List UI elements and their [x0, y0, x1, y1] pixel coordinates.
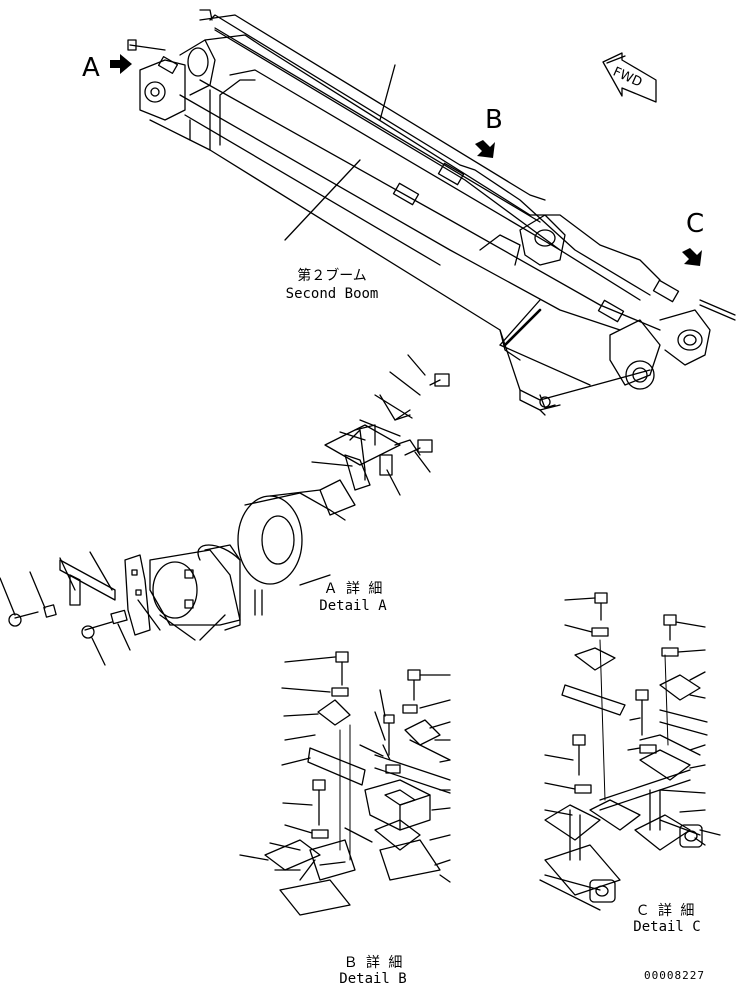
callout-a-label: A: [82, 53, 100, 83]
second-boom-drawing: [127, 9, 736, 416]
detail-c-title-jp: Ｃ 詳 細: [635, 903, 695, 919]
fwd-arrow-outline: [602, 52, 657, 103]
detail-c-title-en: Detail C: [633, 919, 701, 935]
callout-c-label: C: [686, 209, 705, 239]
second-boom-label-en: Second Boom: [285, 286, 379, 302]
drawing-number: 00008227: [644, 969, 705, 982]
callout-arrows: [110, 54, 702, 266]
detail-a-title-en: Detail A: [319, 598, 387, 614]
second-boom-label-jp: 第２ブーム: [297, 268, 367, 284]
callout-b-label: B: [485, 105, 503, 135]
detail-a-title-jp: Ａ 詳 細: [323, 581, 383, 597]
detail-b-drawing: [239, 651, 451, 916]
detail-b-title-en: Detail B: [339, 971, 407, 985]
detail-c-drawing: [539, 592, 721, 911]
detail-a-drawing: [0, 354, 450, 666]
detail-b-title-jp: Ｂ 詳 細: [343, 955, 403, 971]
